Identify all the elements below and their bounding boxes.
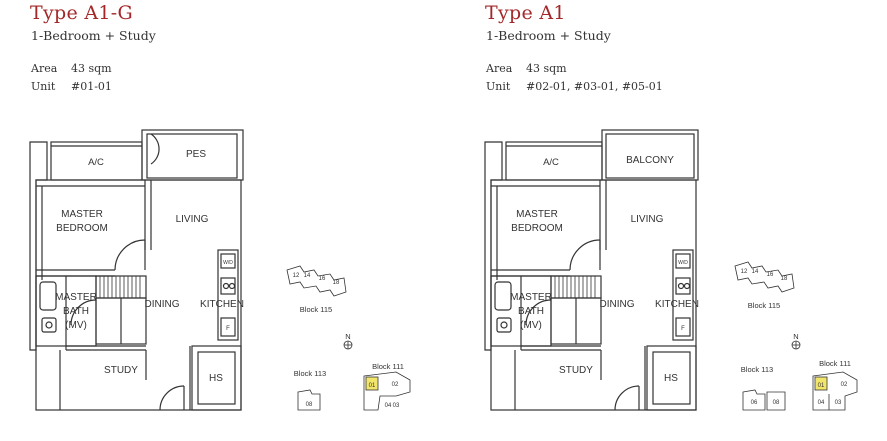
key-block-113: Block 113 [741,365,773,374]
key-unit-04: 04 [385,403,392,409]
key-block-111: Block 111 [819,359,851,368]
room-label-kitchen: KITCHEN [655,299,699,310]
key-unit-04: 04 [818,400,825,406]
area-value: 43 sqm [526,62,567,75]
key-unit-16: 16 [319,276,326,282]
key-plan: 12 14 16 18 Block 115 N Block 113 Block … [734,261,858,411]
room-label-master-bedroom-2: BEDROOM [511,223,563,234]
key-plan: 12 14 16 18 Block 115 N Block 113 Block … [286,265,411,411]
appliance-label-fridge: F [681,326,685,332]
floorplan-panel-a1: Type A1 1-Bedroom + Study Area 43 sqm Uni… [455,0,887,441]
key-unit-08: 08 [773,400,780,406]
north-label: N [345,332,350,341]
unit-type-title: Type A1 [485,2,566,24]
key-block-115: Block 115 [748,301,780,310]
room-label-kitchen: KITCHEN [200,299,244,310]
key-unit-01: 01 [369,383,376,389]
key-unit-01: 01 [818,383,825,389]
key-unit-14: 14 [304,273,311,279]
room-label-ac: A/C [543,157,559,168]
unit-value: #01-01 [71,80,112,93]
unit-label: Unit [31,80,56,93]
key-unit-18: 18 [333,280,340,286]
appliance-label-fridge: F [226,326,230,332]
floor-plan-drawing: A/C BALCONY MASTER BEDROOM LIVING MASTER… [484,129,858,411]
key-unit-14: 14 [752,269,759,275]
unit-type-subtitle: 1-Bedroom + Study [486,28,611,43]
room-label-master-bath-2: BATH [518,306,544,317]
room-label-study: STUDY [559,365,593,376]
room-label-dining: DINING [145,299,180,310]
key-block-111: Block 111 [372,362,404,371]
room-label-master-bath-2: BATH [63,306,89,317]
appliance-label-wd: W/D [678,260,688,266]
highlight-unit-01 [365,376,379,391]
area-label: Area [486,62,513,75]
room-label-outdoor: BALCONY [626,155,674,166]
highlight-unit-01 [814,376,828,391]
room-label-master-bedroom-1: MASTER [516,209,558,220]
key-unit-12: 12 [293,273,300,279]
key-unit-08: 08 [306,402,313,408]
key-unit-12: 12 [741,269,748,275]
room-label-dining: DINING [600,299,635,310]
area-value: 43 sqm [71,62,112,75]
area-row: Area 43 sqm [486,62,567,75]
area-row: Area 43 sqm [31,62,112,75]
unit-type-subtitle: 1-Bedroom + Study [31,28,156,43]
room-label-living: LIVING [631,214,664,225]
unit-label: Unit [486,80,511,93]
room-label-master-bedroom-2: BEDROOM [56,223,108,234]
key-unit-02: 02 [841,382,848,388]
room-label-living: LIVING [176,214,209,225]
area-label: Area [31,62,58,75]
unit-row: Unit #01-01 [31,80,112,93]
key-unit-06: 06 [751,400,758,406]
room-label-master-bath-3: (MV) [520,320,542,331]
room-label-master-bath-1: MASTER [55,292,97,303]
room-label-master-bath-3: (MV) [65,320,87,331]
room-label-ac: A/C [88,157,104,168]
floor-plan-drawing: A/C PES MASTER BEDROOM LIVING MASTER BAT… [29,129,411,411]
key-unit-02: 02 [392,382,399,388]
floorplan-panel-a1g: Type A1-G 1-Bedroom + Study Area 43 sqm U… [0,0,443,441]
key-unit-16: 16 [767,272,774,278]
unit-type-title: Type A1-G [30,2,133,24]
room-label-master-bath-1: MASTER [510,292,552,303]
key-unit-18: 18 [781,276,788,282]
room-label-hs: HS [664,373,678,384]
room-label-hs: HS [209,373,223,384]
room-label-outdoor: PES [186,149,206,160]
room-label-master-bedroom-1: MASTER [61,209,103,220]
key-unit-03: 03 [393,403,400,409]
unit-row: Unit #02-01, #03-01, #05-01 [486,80,663,93]
key-block-115: Block 115 [300,305,332,314]
room-label-study: STUDY [104,365,138,376]
unit-value: #02-01, #03-01, #05-01 [526,80,663,93]
key-block-113: Block 113 [294,369,326,378]
north-label: N [793,332,798,341]
appliance-label-wd: W/D [223,260,233,266]
key-unit-03: 03 [835,400,842,406]
